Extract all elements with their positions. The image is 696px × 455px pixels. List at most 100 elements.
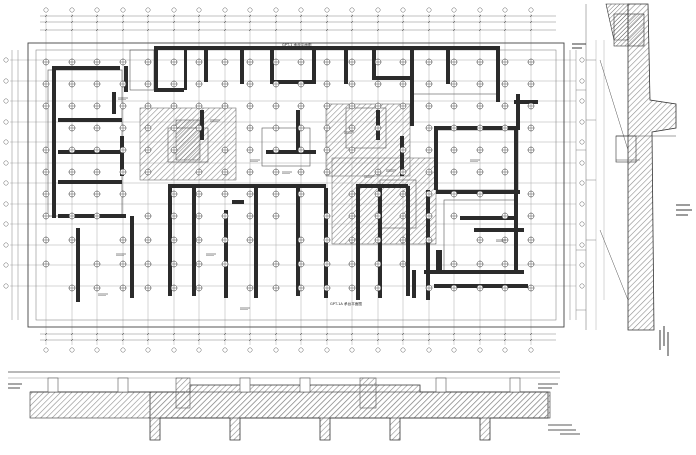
- dimension-tick: [299, 14, 303, 18]
- axis-bubble-top: [502, 7, 508, 13]
- dimension-tick: [325, 20, 329, 24]
- dimension-tick: [197, 14, 201, 18]
- dimension-tick: [274, 338, 278, 342]
- dimension-tick: [70, 14, 74, 18]
- dimension-tick: [452, 332, 456, 336]
- dimension-tick: [274, 28, 278, 32]
- dimension-tick: [172, 28, 176, 32]
- dimension-tick: [376, 338, 380, 342]
- shear-wall: [120, 136, 124, 176]
- dimension-tick: [197, 332, 201, 336]
- dimension-tick: [44, 332, 48, 336]
- shear-wall: [112, 92, 116, 114]
- dimension-tick: [427, 338, 431, 342]
- dimension-tick: [248, 28, 252, 32]
- dimension-tick: [401, 338, 405, 342]
- dimension-tick: [376, 332, 380, 336]
- shear-wall: [192, 186, 196, 296]
- dimension-tick: [529, 332, 533, 336]
- axis-bubble-left: [3, 160, 9, 166]
- shear-wall: [76, 228, 80, 302]
- dimension-tick: [376, 20, 380, 24]
- shear-wall: [400, 136, 404, 176]
- axis-bubble-top: [171, 7, 177, 13]
- axis-bubble-top: [349, 7, 355, 13]
- dimension-tick: [274, 332, 278, 336]
- dimension-tick: [299, 338, 303, 342]
- axis-bubble-top: [94, 7, 100, 13]
- axis-bubble-bottom: [298, 347, 304, 353]
- dimension-tick: [299, 332, 303, 336]
- dimension-tick: [223, 20, 227, 24]
- hatched-zone-core: [175, 119, 201, 161]
- axis-bubble-right: [579, 119, 585, 125]
- axis-bubble-left: [3, 221, 9, 227]
- dimension-tick: [452, 338, 456, 342]
- dimension-tick: [146, 28, 150, 32]
- dimension-tick: [248, 332, 252, 336]
- dimension-tick: [299, 20, 303, 24]
- dimension-tick: [197, 338, 201, 342]
- axis-bubble-top: [324, 7, 330, 13]
- dimension-tick: [350, 28, 354, 32]
- shear-wall: [474, 228, 524, 232]
- section-columns: [47, 377, 521, 409]
- dimension-tick: [350, 332, 354, 336]
- shear-wall: [58, 118, 122, 122]
- axis-bubble-bottom: [196, 347, 202, 353]
- longitudinal-section: [8, 371, 580, 441]
- section-levels: [572, 43, 692, 356]
- dimension-tick: [299, 28, 303, 32]
- axis-bubble-bottom: [375, 347, 381, 353]
- dimension-tick: [70, 332, 74, 336]
- plan-title: GPT-1 承台平面图: [282, 42, 312, 47]
- dimension-tick: [325, 338, 329, 342]
- dimension-tick: [401, 332, 405, 336]
- dimension-tick: [95, 338, 99, 342]
- dimension-tick: [248, 20, 252, 24]
- dimension-tick: [197, 28, 201, 32]
- axis-bubble-right: [579, 283, 585, 289]
- dimension-tick: [478, 332, 482, 336]
- axis-bubble-top: [120, 7, 126, 13]
- axis-bubble-right: [579, 160, 585, 166]
- section-ticks: [576, 59, 596, 311]
- dimension-tick: [274, 20, 278, 24]
- dimension-tick: [44, 338, 48, 342]
- axis-bubble-top: [375, 7, 381, 13]
- axis-bubble-left: [3, 119, 9, 125]
- axis-bubble-top: [528, 7, 534, 13]
- pile-caps: [42, 58, 535, 292]
- dimension-tick: [223, 332, 227, 336]
- annotation-texts: [98, 97, 506, 310]
- axis-bubble-bottom: [349, 347, 355, 353]
- shear-wall: [266, 150, 316, 154]
- axis-bubble-right: [579, 221, 585, 227]
- shear-wall: [232, 200, 244, 204]
- shear-wall: [200, 110, 204, 140]
- axis-bubble-bottom: [69, 347, 75, 353]
- shear-wall: [224, 210, 228, 298]
- dimension-tick: [529, 14, 533, 18]
- axis-bubble-left: [3, 283, 9, 289]
- dimension-tick: [121, 338, 125, 342]
- shear-wall: [372, 76, 412, 80]
- dimension-tick: [529, 20, 533, 24]
- cross-section-detail: [572, 3, 692, 356]
- axis-bubble-top: [426, 7, 432, 13]
- shear-wall: [312, 46, 316, 80]
- dimension-tick: [172, 332, 176, 336]
- axis-bubble-bottom: [528, 347, 534, 353]
- shear-wall: [256, 184, 326, 188]
- axis-bubble-left: [3, 242, 9, 248]
- shear-wall: [516, 94, 520, 128]
- axis-bubble-left: [3, 180, 9, 186]
- axis-bubble-bottom: [120, 347, 126, 353]
- shear-wall: [514, 126, 518, 272]
- dimension-tick: [401, 20, 405, 24]
- axis-bubble-left: [3, 262, 9, 268]
- shear-wall: [460, 216, 516, 220]
- dimension-tick: [95, 20, 99, 24]
- axis-bubble-bottom: [43, 347, 49, 353]
- axis-bubble-top: [222, 7, 228, 13]
